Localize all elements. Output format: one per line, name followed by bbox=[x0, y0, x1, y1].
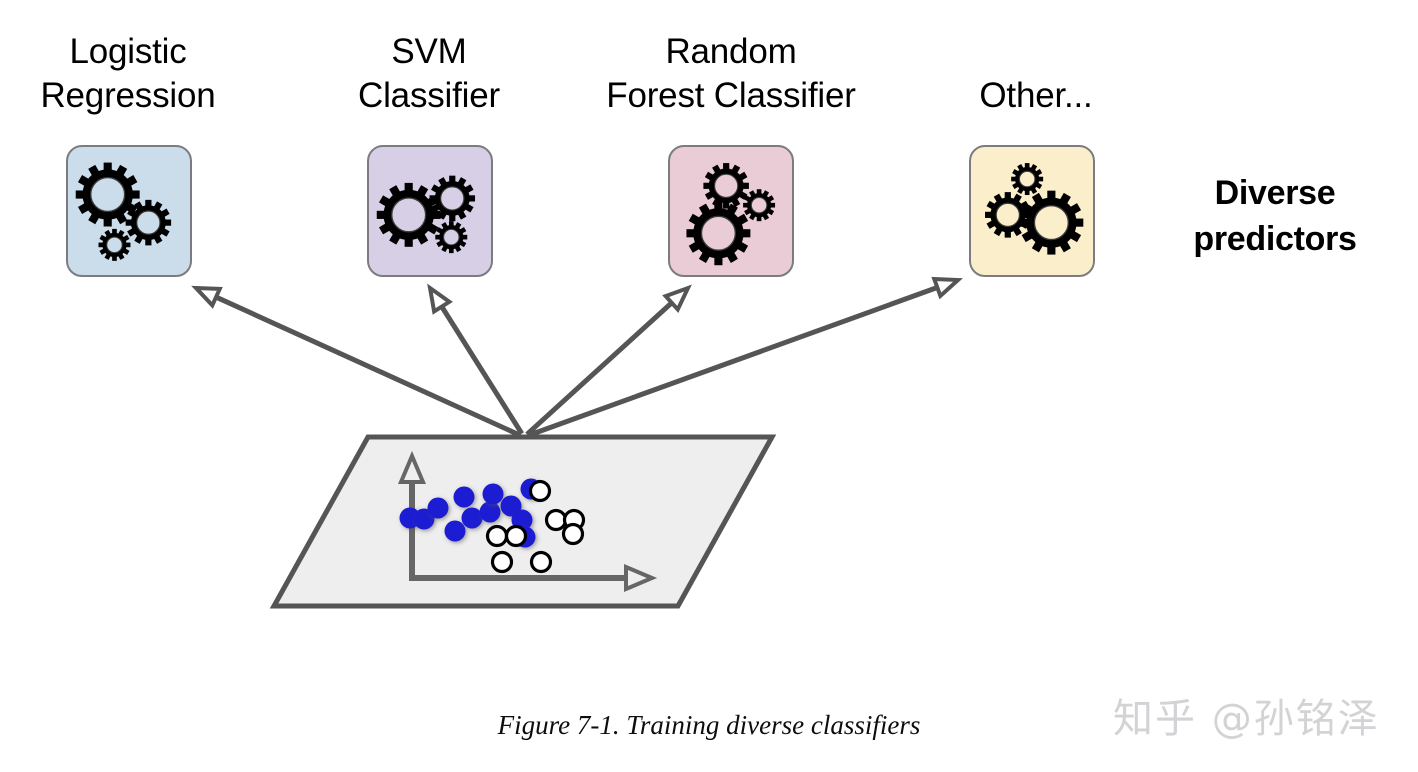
arrow-layer bbox=[191, 276, 963, 438]
predictor-label-logistic-regression: Logistic Regression bbox=[40, 32, 216, 115]
scatter-point-positive-class bbox=[479, 501, 501, 523]
predictor-label-svm-classifier: SVM Classifier bbox=[358, 32, 500, 115]
arrow-to-other-shaft bbox=[526, 283, 942, 438]
arrow-to-svm-classifier-shaft bbox=[437, 301, 524, 435]
predictor-label-random-forest-classifier: Random Forest Classifier bbox=[606, 32, 856, 115]
diverse-predictors-label: Diverse predictors bbox=[1193, 174, 1357, 258]
scatter-points bbox=[399, 478, 586, 574]
scatter-point-negative-class bbox=[561, 522, 585, 546]
scatter-point-positive-class bbox=[427, 497, 449, 519]
predictor-box-logistic-regression[interactable] bbox=[66, 145, 192, 277]
arrow-to-other-head bbox=[931, 276, 963, 300]
scatter-point-negative-class bbox=[528, 479, 552, 503]
scatter-point-positive-class bbox=[444, 520, 466, 542]
arrow-to-svm-classifier-head bbox=[427, 283, 453, 315]
gears-icon bbox=[686, 163, 776, 266]
predictor-box-random-forest-classifier[interactable] bbox=[668, 145, 794, 277]
watermark: 知乎 @孙铭泽 bbox=[1113, 696, 1380, 742]
gears-icon bbox=[75, 162, 172, 261]
scatter-point-positive-class bbox=[482, 483, 504, 505]
scatter-point-negative-class bbox=[529, 550, 553, 574]
predictor-box-svm-classifier[interactable] bbox=[367, 145, 493, 277]
arrow-to-logistic-regression-head bbox=[191, 285, 223, 309]
scatter-point-negative-class bbox=[490, 550, 514, 574]
gears-icon bbox=[985, 163, 1084, 255]
x-axis-arrowhead bbox=[624, 563, 658, 593]
figure-caption: Figure 7-1. Training diverse classifiers bbox=[497, 710, 921, 740]
predictor-label-other: Other... bbox=[979, 76, 1093, 115]
scatter-point-negative-class bbox=[485, 524, 509, 548]
arrow-to-random-forest-classifier-shaft bbox=[525, 298, 677, 437]
scatter-point-negative-class bbox=[504, 524, 528, 548]
scatter-point-positive-class bbox=[453, 486, 475, 508]
scatter-point-positive-class bbox=[461, 507, 483, 529]
y-axis-arrowhead bbox=[397, 450, 427, 484]
arrow-to-random-forest-classifier-head bbox=[662, 284, 692, 314]
predictor-box-other[interactable] bbox=[969, 145, 1095, 277]
scatter-point-negative-class bbox=[544, 508, 568, 532]
gears-icon bbox=[376, 175, 476, 254]
arrow-to-logistic-regression-shaft bbox=[211, 293, 522, 438]
